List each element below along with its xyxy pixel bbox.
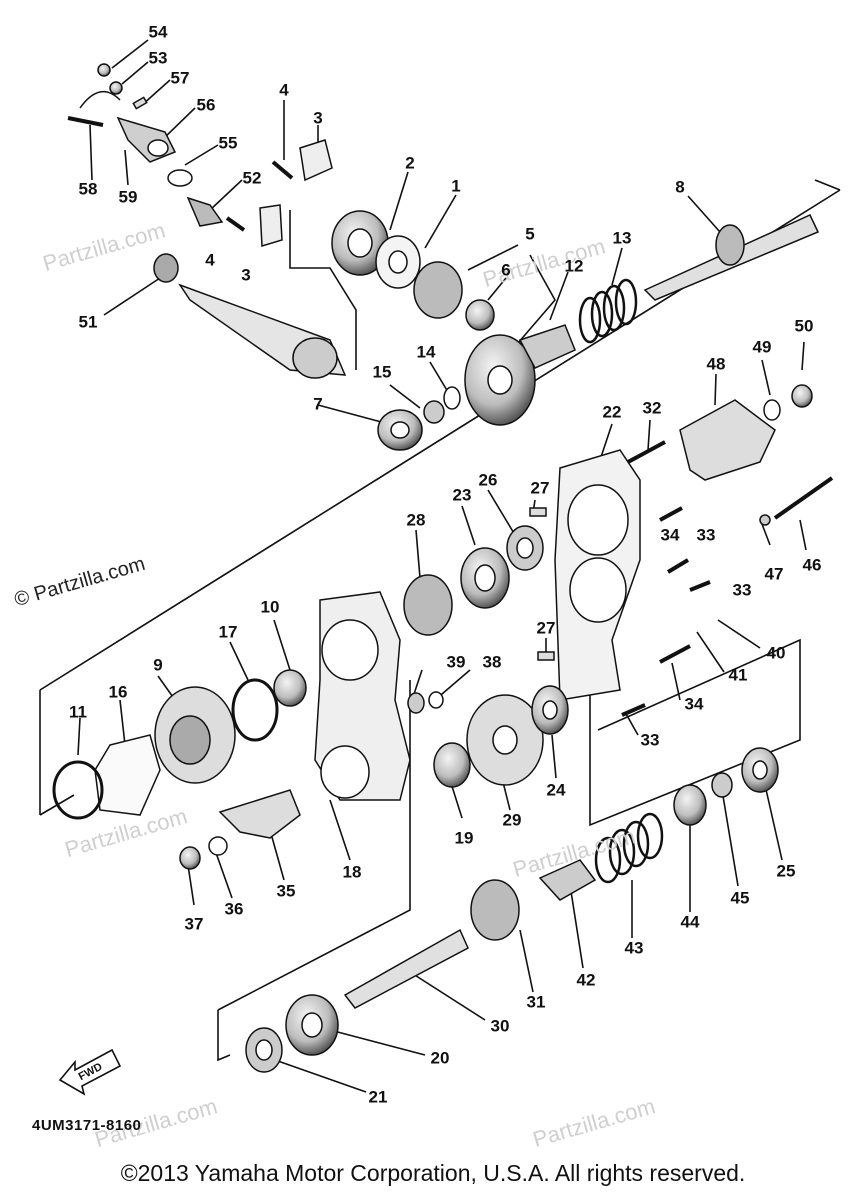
part-label: 6 [501, 260, 511, 280]
part-label: 26 [478, 470, 498, 490]
part-label: 45 [730, 888, 750, 908]
part-label: 4 [279, 80, 289, 100]
part-label: 29 [502, 810, 522, 830]
part-label: 48 [706, 354, 726, 374]
part-label: 34 [684, 694, 704, 714]
part-label: 3 [313, 108, 323, 128]
part-label: 1 [451, 176, 461, 196]
part-label: 30 [490, 1016, 510, 1036]
part-label: 47 [764, 564, 784, 584]
part-label: 18 [342, 862, 362, 882]
part-label: 43 [624, 938, 644, 958]
part-label: 28 [406, 510, 426, 530]
part-label: 14 [416, 342, 436, 362]
part-label: 23 [452, 485, 472, 505]
part-label: 5 [525, 224, 535, 244]
part-label: 13 [612, 228, 632, 248]
part-label: 33 [696, 525, 716, 545]
part-label: 17 [218, 622, 238, 642]
part-label: 39 [446, 652, 466, 672]
part-label: 49 [752, 337, 772, 357]
part-label: 33 [732, 580, 752, 600]
part-label: 3 [241, 265, 251, 285]
part-label: 10 [260, 597, 280, 617]
part-label: 20 [430, 1048, 450, 1068]
part-label: 36 [224, 899, 244, 919]
part-label: 33 [640, 730, 660, 750]
part-label: 27 [530, 478, 550, 498]
part-label: 51 [78, 312, 98, 332]
part-label: 24 [546, 780, 566, 800]
diagram-code: 4UM3171-8160 [32, 1117, 142, 1134]
copyright-notice: ©2013 Yamaha Motor Corporation, U.S.A. A… [120, 1160, 746, 1186]
part-label: 25 [776, 861, 796, 881]
part-label: 34 [660, 525, 680, 545]
part-label: 52 [242, 168, 262, 188]
part-label: 46 [802, 555, 822, 575]
part-label: 50 [794, 316, 814, 336]
part-label: 59 [118, 187, 138, 207]
part-label: 40 [766, 643, 786, 663]
part-label: 57 [170, 68, 190, 88]
part-label: 27 [536, 618, 556, 638]
part-label: 7 [313, 394, 323, 414]
part-label: 2 [405, 153, 415, 173]
part-label: 8 [675, 177, 685, 197]
part-label: 11 [69, 702, 87, 722]
part-label: 53 [148, 48, 168, 68]
part-label: 56 [196, 95, 216, 115]
part-label: 42 [576, 970, 596, 990]
part-label: 32 [642, 398, 662, 418]
part-label: 12 [564, 256, 584, 276]
part-label: 35 [276, 881, 296, 901]
part-label: 15 [372, 362, 392, 382]
part-label: 54 [148, 22, 168, 42]
part-label: 4 [205, 250, 215, 270]
part-label: 22 [602, 402, 622, 422]
part-label: 16 [108, 682, 128, 702]
part-label: 19 [454, 828, 474, 848]
part-label: 38 [482, 652, 502, 672]
part-label: 44 [680, 912, 700, 932]
part-label: 58 [78, 179, 98, 199]
part-label: 9 [153, 655, 163, 675]
part-label: 41 [728, 665, 748, 685]
part-label: 31 [526, 992, 546, 1012]
part-label: 37 [184, 914, 204, 934]
part-label: 55 [218, 133, 238, 153]
part-label: 21 [368, 1087, 388, 1107]
